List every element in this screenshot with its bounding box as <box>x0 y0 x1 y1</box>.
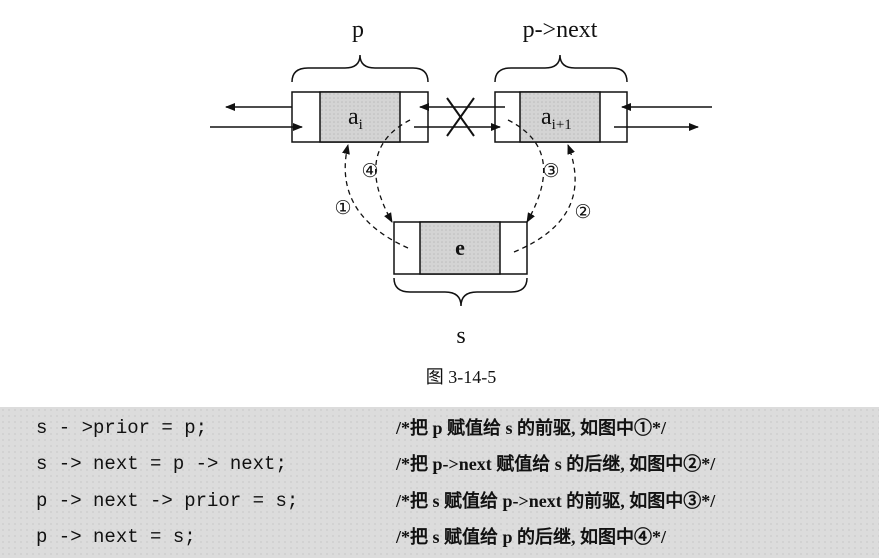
label-p: p <box>352 17 364 43</box>
node-e: e <box>393 221 528 275</box>
label-s: s <box>456 323 465 349</box>
node-ai: ai <box>291 91 429 143</box>
code-row-3: p -> next -> prior = s; /*把 s 赋值给 p->nex… <box>0 483 879 519</box>
step-marker-4: ④ <box>361 160 378 182</box>
label-p-next: p->next <box>523 17 598 43</box>
code-comment-2: /*把 p->next 赋值给 s 的后继, 如图中②*/ <box>396 454 716 474</box>
step-marker-2: ② <box>574 201 591 223</box>
cross-mark <box>446 97 475 137</box>
code-line-3: p -> next -> prior = s; <box>36 490 299 512</box>
linked-list-insert-diagram: p p->next s ai ai+1 e ④ ③ ① ② 图 3-14-5 <box>210 17 712 387</box>
code-row-1: s - >prior = p; /*把 p 赋值给 s 的前驱, 如图中①*/ <box>0 410 879 446</box>
code-line-2: s -> next = p -> next; <box>36 453 287 475</box>
node-ai1-value: a <box>541 104 552 130</box>
code-row-4: p -> next = s; /*把 s 赋值给 p 的后继, 如图中④*/ <box>0 519 879 555</box>
figure-caption: 图 3-14-5 <box>426 367 497 387</box>
code-line-4: p -> next = s; <box>36 526 196 548</box>
link-2-s-next <box>513 144 576 253</box>
node-ai-value: a <box>348 104 359 130</box>
link-4-p-next <box>375 119 411 223</box>
code-comment-4: /*把 s 赋值给 p 的后继, 如图中④*/ <box>396 527 667 547</box>
code-comment-1: /*把 p 赋值给 s 的前驱, 如图中①*/ <box>396 418 667 438</box>
code-panel: s - >prior = p; /*把 p 赋值给 s 的前驱, 如图中①*/ … <box>0 407 879 558</box>
brace-pnext <box>494 54 628 83</box>
step-marker-3: ③ <box>542 160 559 182</box>
node-e-value: e <box>455 235 465 260</box>
node-ai-subscript: i <box>359 117 363 133</box>
node-ai1-subscript: i+1 <box>552 117 572 133</box>
code-row-2: s -> next = p -> next; /*把 p->next 赋值给 s… <box>0 446 879 482</box>
node-ai1: ai+1 <box>494 91 628 143</box>
brace-p <box>291 54 429 83</box>
svg-text:ai+1: ai+1 <box>541 104 572 133</box>
code-line-1: s - >prior = p; <box>36 417 208 439</box>
svg-text:ai: ai <box>348 104 363 133</box>
brace-s <box>393 277 528 307</box>
step-marker-1: ① <box>334 197 351 219</box>
code-comment-3: /*把 s 赋值给 p->next 的前驱, 如图中③*/ <box>396 491 716 511</box>
link-3-pnext-prior <box>507 119 545 223</box>
